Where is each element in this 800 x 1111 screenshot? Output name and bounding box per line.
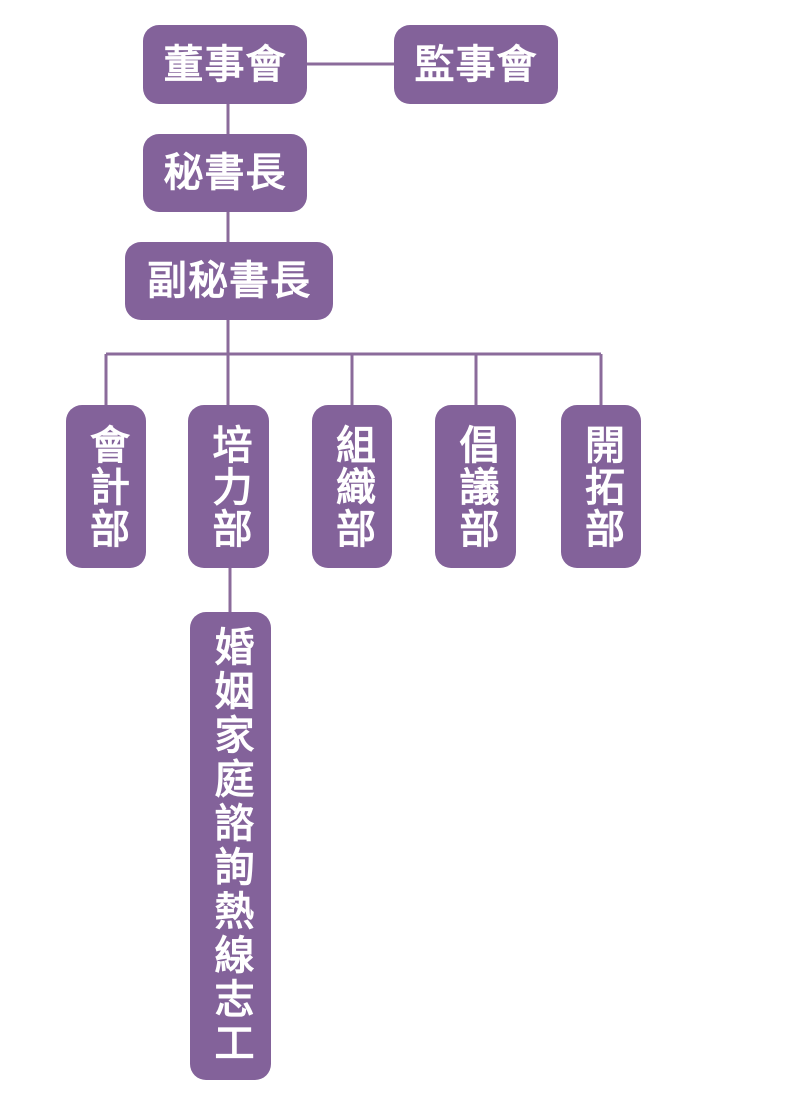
- department-node-accounting: 會計部: [66, 405, 146, 568]
- hotline-volunteers-node: 婚姻家庭諮詢熱線志工: [190, 612, 271, 1080]
- department-node-organization: 組織部: [312, 405, 392, 568]
- secretary-general-node: 秘書長: [143, 134, 307, 212]
- department-node-advocacy: 倡議部: [435, 405, 516, 568]
- deputy-secretary-general-node: 副秘書長: [125, 242, 333, 320]
- board-node: 董事會: [143, 25, 307, 104]
- supervisors-node: 監事會: [394, 25, 558, 104]
- department-node-training: 培力部: [188, 405, 269, 568]
- department-node-development: 開拓部: [561, 405, 641, 568]
